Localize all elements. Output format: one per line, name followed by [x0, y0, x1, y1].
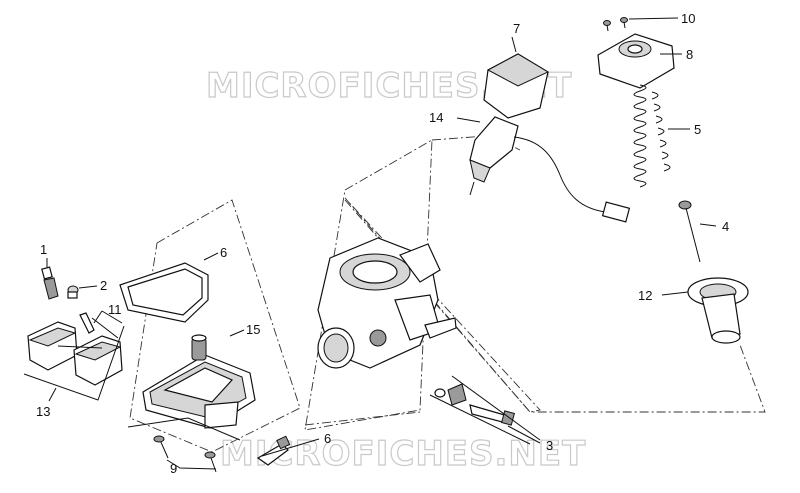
callout-12: 12 — [638, 288, 652, 303]
leader-lines — [23, 17, 717, 470]
callout-15: 15 — [246, 322, 260, 337]
callout-14: 14 — [429, 110, 443, 125]
callout-7: 7 — [513, 21, 520, 36]
float-bowl-part — [142, 334, 256, 429]
callout-13: 13 — [36, 404, 50, 419]
float-assembly-part — [27, 321, 123, 386]
callout-4: 4 — [722, 219, 729, 234]
bowl-screws-part — [153, 435, 217, 473]
callout-10: 10 — [681, 11, 695, 26]
slide-spring-part — [633, 84, 671, 188]
pilot-screw-part — [434, 383, 515, 426]
cover-screws-part — [603, 17, 628, 32]
auto-choke-part — [469, 116, 631, 223]
callout-labels: 1 2 3 4 5 6 6 7 8 9 10 11 12 13 14 15 — [36, 11, 729, 476]
main-jet-part — [41, 266, 59, 300]
callout-9: 9 — [170, 461, 177, 476]
callout-1: 1 — [40, 242, 47, 257]
callout-6-fitting: 6 — [324, 431, 331, 446]
drain-fitting-part — [256, 435, 291, 466]
jet-needle-part — [678, 200, 701, 263]
callout-8: 8 — [686, 47, 693, 62]
carburettor-body-part — [317, 237, 457, 369]
choke-cap-part — [483, 53, 550, 119]
callout-2: 2 — [100, 278, 107, 293]
callout-5: 5 — [694, 122, 701, 137]
vacuum-slide-part — [687, 277, 749, 344]
float-needle-part — [79, 312, 119, 339]
callout-3: 3 — [546, 438, 553, 453]
float-bowl-gasket-part — [119, 262, 209, 323]
pilot-jet-part — [67, 285, 79, 299]
carb-top-cover-part — [597, 33, 675, 89]
callout-6-gasket: 6 — [220, 245, 227, 260]
callout-11: 11 — [108, 302, 122, 317]
